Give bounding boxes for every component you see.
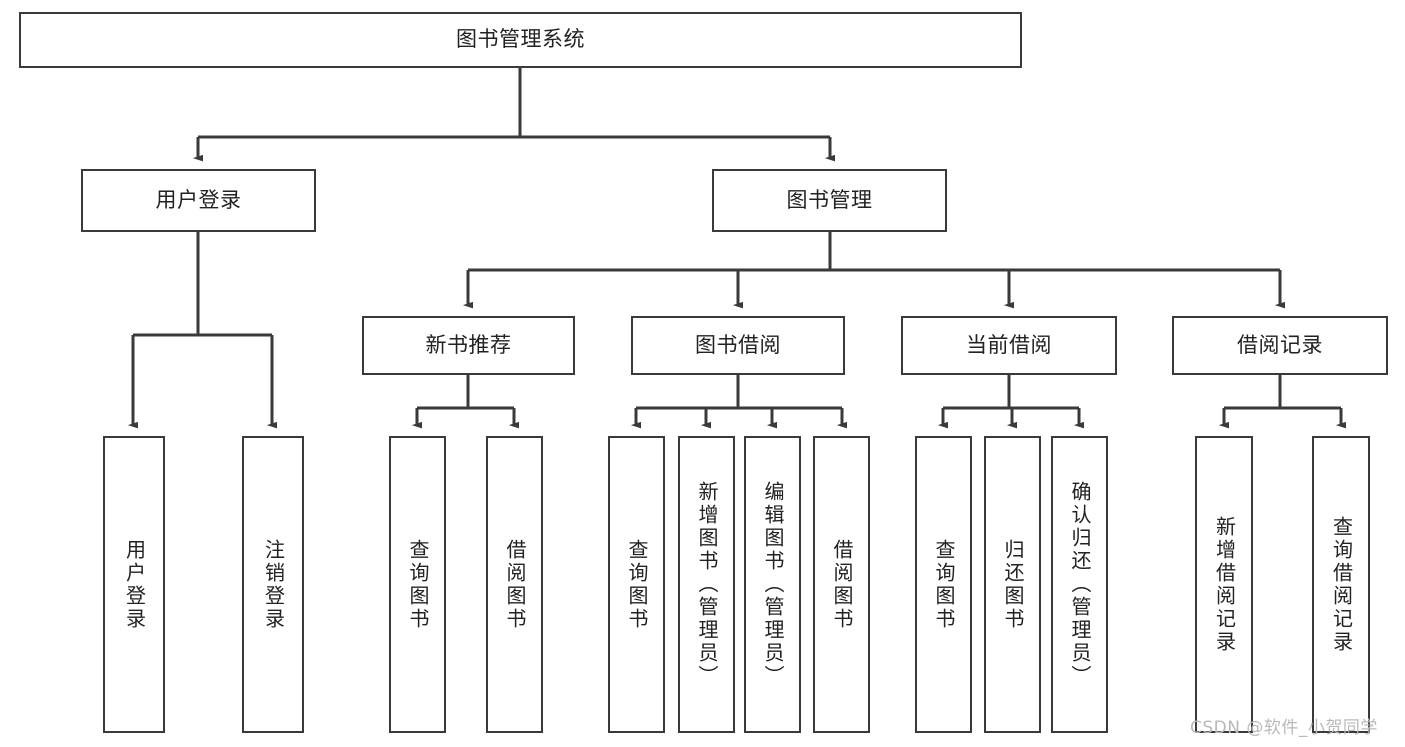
watermark: CSDN @软件_小贺同学: [1190, 718, 1378, 738]
node-label: 用户登录: [155, 187, 242, 212]
leaf-logout-login[interactable]: 注销登录: [242, 436, 304, 733]
node-label: 图书管理: [786, 187, 873, 212]
leaf-user-login[interactable]: 用户登录: [103, 436, 165, 733]
node-new-book-recommend[interactable]: 新书推荐: [362, 316, 575, 375]
leaf-return-book[interactable]: 归还图书: [984, 436, 1041, 733]
leaf-borrow-book-2[interactable]: 借阅图书: [813, 436, 870, 733]
leaf-label: 借阅图书: [503, 538, 527, 631]
node-label: 图书管理系统: [456, 27, 585, 52]
leaf-label: 用户登录: [122, 538, 147, 631]
leaf-query-book-3[interactable]: 查询图书: [915, 436, 972, 733]
node-root-book-management-system[interactable]: 图书管理系统: [19, 12, 1022, 68]
leaf-label: 查询图书: [406, 538, 430, 631]
leaf-label: 查询图书: [932, 538, 956, 631]
leaf-label: 注销登录: [261, 538, 286, 631]
node-book-borrow[interactable]: 图书借阅: [631, 316, 845, 375]
leaf-label: 查询图书: [625, 538, 649, 631]
leaf-query-book-2[interactable]: 查询图书: [608, 436, 665, 733]
leaf-add-record[interactable]: 新增借阅记录: [1195, 436, 1253, 733]
leaf-label: 借阅图书: [830, 538, 854, 631]
leaf-label: 归还图书: [1001, 538, 1025, 631]
node-borrow-record[interactable]: 借阅记录: [1172, 316, 1388, 375]
leaf-label: 编辑图书（管理员）: [761, 481, 785, 688]
node-user-login[interactable]: 用户登录: [81, 169, 316, 232]
leaf-add-book[interactable]: 新增图书（管理员）: [678, 436, 735, 733]
leaf-edit-book[interactable]: 编辑图书（管理员）: [744, 436, 801, 733]
leaf-label: 确认归还（管理员）: [1068, 481, 1092, 688]
node-book-management[interactable]: 图书管理: [712, 169, 947, 232]
leaf-confirm-return[interactable]: 确认归还（管理员）: [1051, 436, 1108, 733]
node-current-borrow[interactable]: 当前借阅: [901, 316, 1117, 375]
node-label: 新书推荐: [425, 332, 512, 357]
leaf-label: 新增图书（管理员）: [695, 481, 719, 688]
leaf-query-book-1[interactable]: 查询图书: [389, 436, 446, 733]
node-label: 借阅记录: [1237, 332, 1323, 357]
leaf-query-record[interactable]: 查询借阅记录: [1312, 436, 1370, 733]
node-label: 当前借阅: [966, 332, 1052, 357]
node-label: 图书借阅: [695, 332, 781, 357]
leaf-label: 新增借阅记录: [1212, 515, 1237, 654]
leaf-borrow-book-1[interactable]: 借阅图书: [486, 436, 543, 733]
leaf-label: 查询借阅记录: [1329, 515, 1354, 654]
